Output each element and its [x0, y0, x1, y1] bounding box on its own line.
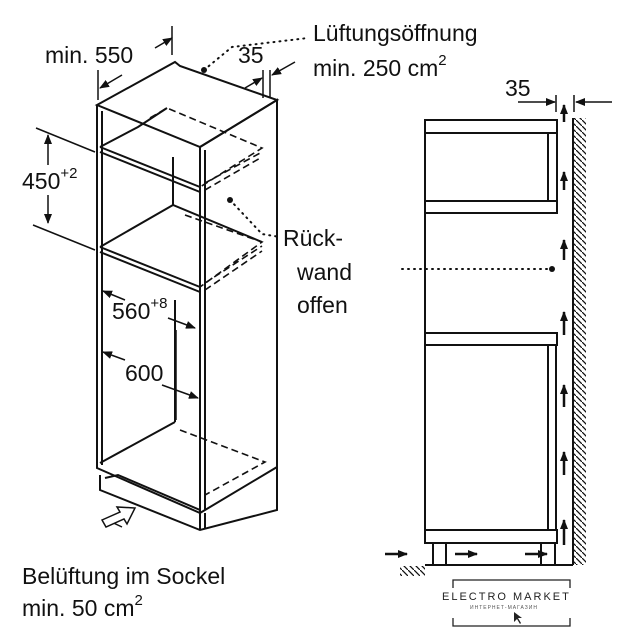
plinth-vent-value: min. 50 cm	[22, 595, 135, 621]
floor-hatching	[400, 566, 425, 576]
inner-width-label: 560+8	[112, 296, 167, 324]
plinth-vent-sup: 2	[134, 592, 143, 609]
outer-width-label: 600	[125, 360, 164, 386]
side-dimension	[518, 95, 612, 112]
dimension-lines	[32, 26, 296, 528]
plinth-airflow-arrow-icon	[100, 506, 137, 528]
top-gap-label: 35	[238, 42, 264, 68]
niche-height-label: 450+2	[22, 166, 77, 194]
logo-frame	[452, 579, 571, 627]
niche-height-tolerance: +2	[60, 165, 78, 182]
vent-area-sup: 2	[438, 52, 447, 69]
leader-dots	[203, 37, 553, 270]
plinth-vent-label-2: min. 50 cm2	[22, 593, 143, 621]
airflow-arrows	[385, 104, 568, 558]
back-wall-label-1: Rück-	[283, 225, 344, 251]
logo-sub-text: ИНТЕРНЕТ-МАГАЗИН	[470, 605, 538, 611]
electro-market-logo: ELECTRO MARKET ИНТЕРНЕТ-МАГАЗИН	[442, 578, 580, 628]
vent-area-value: min. 250 cm	[313, 55, 439, 81]
logo-main-text: ELECTRO MARKET	[442, 591, 571, 603]
back-wall-dashed	[149, 107, 267, 496]
inner-width-tolerance: +8	[150, 295, 168, 312]
niche-height-value: 450	[22, 168, 61, 194]
tall-cabinet-isometric	[94, 60, 280, 532]
wall-gap-label: 35	[505, 75, 531, 101]
cabinet-side-view	[424, 118, 574, 566]
inner-width-value: 560	[112, 298, 151, 324]
back-wall-label-3: offen	[297, 292, 348, 318]
vent-area-label: min. 250 cm2	[313, 53, 447, 81]
plinth-vent-label-1: Belüftung im Sockel	[22, 563, 226, 589]
vent-title-label: Lüftungsöffnung	[313, 20, 478, 46]
depth-min-label: min. 550	[45, 42, 134, 68]
back-wall-label-2: wand	[297, 259, 352, 285]
wall-hatching	[574, 118, 586, 565]
